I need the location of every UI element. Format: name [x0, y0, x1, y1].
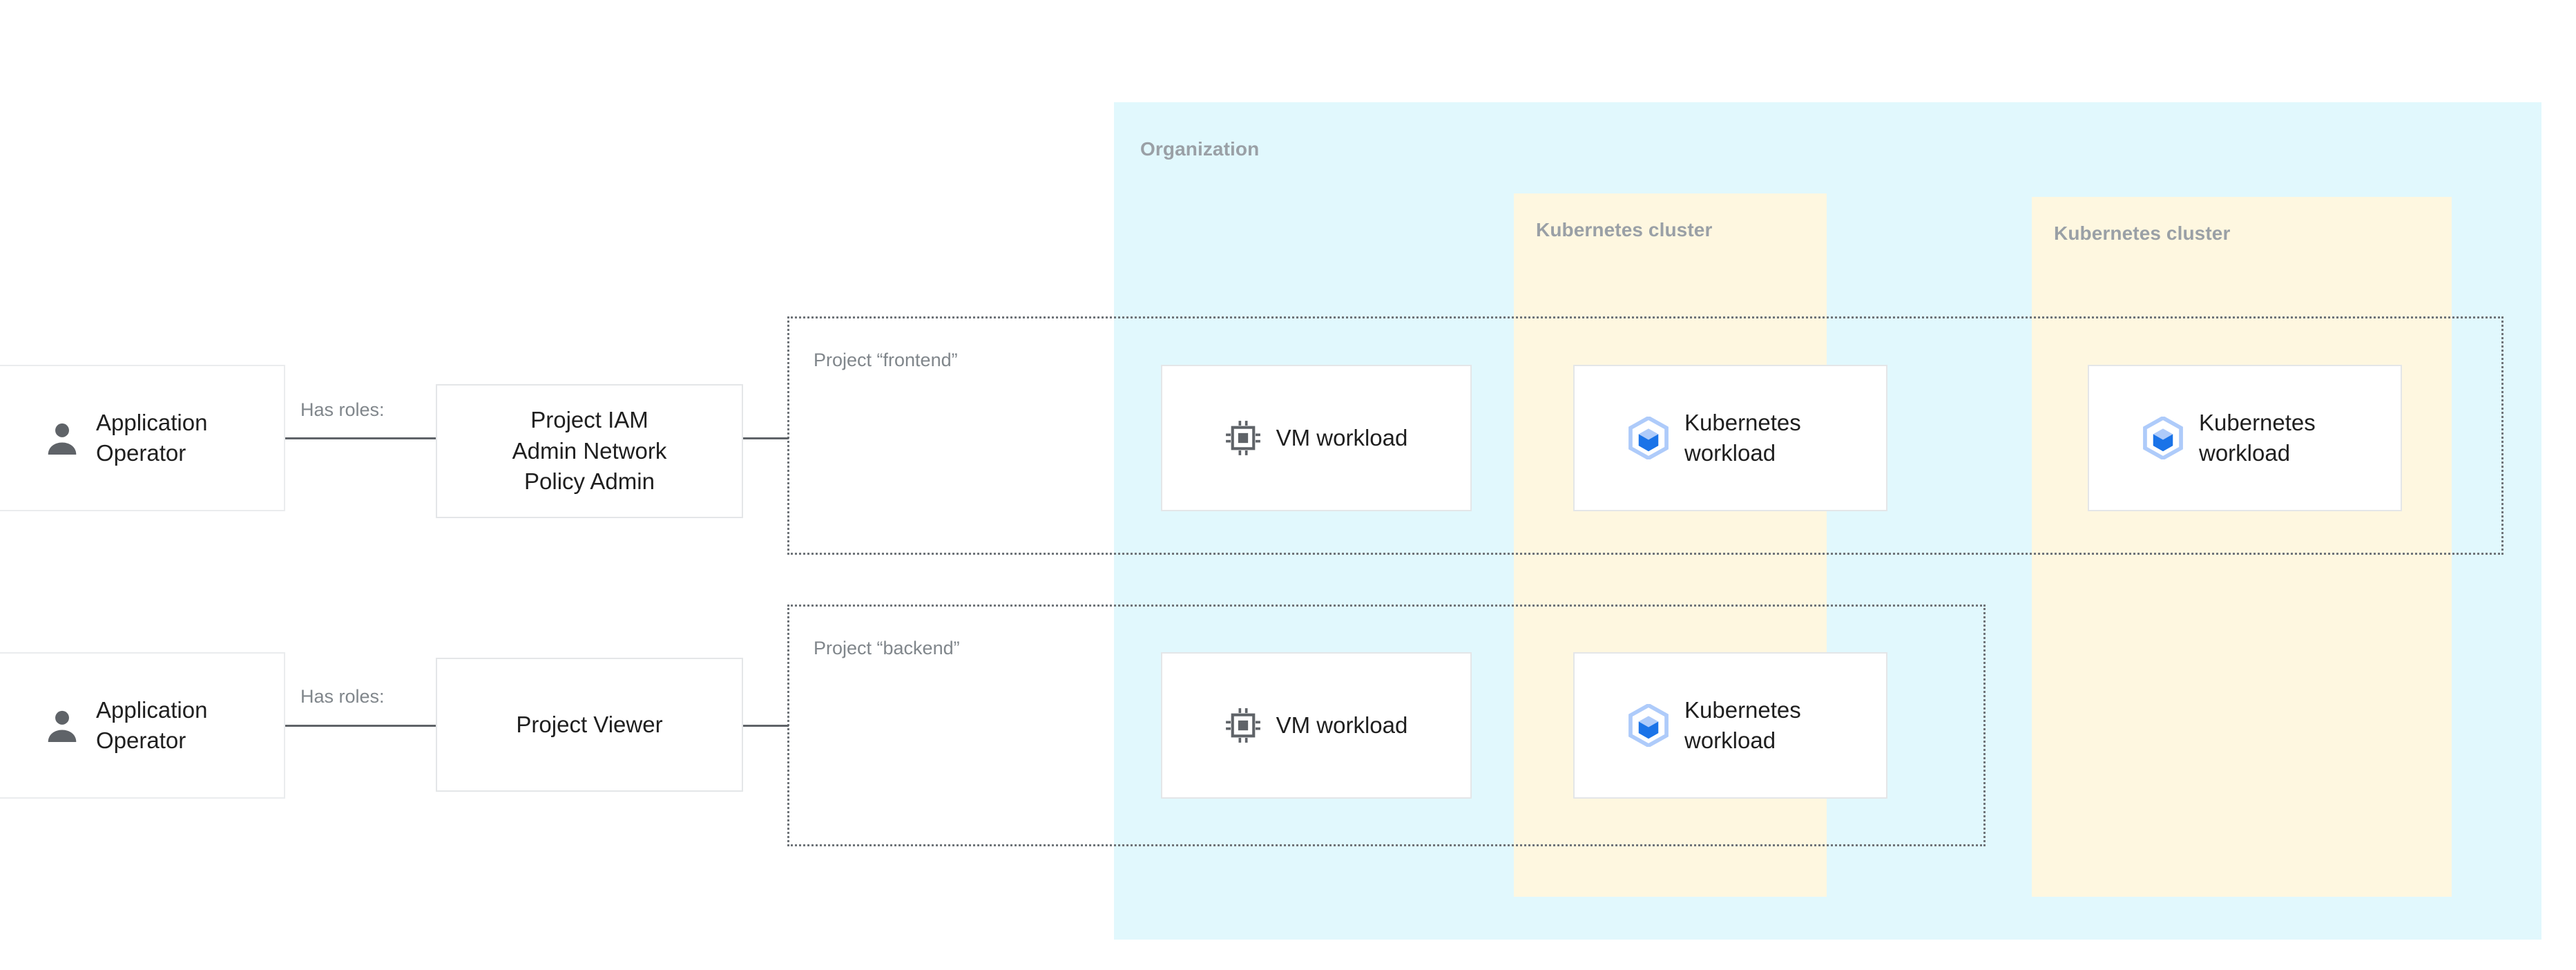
- workload-label-kubernetes-frontend-cluster2: Kubernetes workload: [2199, 410, 2316, 466]
- edge-label-has-roles-2: Has roles:: [300, 686, 385, 707]
- kubernetes-icon: [1628, 703, 1669, 748]
- role-label-1-line-3: Policy Admin: [524, 468, 655, 495]
- project-frontend-label: Project “frontend”: [814, 350, 958, 370]
- actor-label-2: Application Operator: [96, 697, 208, 753]
- role-label-1-line-1: Project IAM: [530, 406, 648, 432]
- workload-card-vm-frontend[interactable]: VM workload: [1161, 365, 1472, 511]
- person-icon: [46, 421, 78, 455]
- kubernetes-cluster-2-label: Kubernetes cluster: [2054, 222, 2231, 244]
- kubernetes-cluster-2-container: Kubernetes cluster: [2032, 197, 2452, 897]
- chip-icon: [1225, 420, 1261, 456]
- actor-card-application-operator-2[interactable]: Application Operator: [0, 652, 285, 799]
- organization-label: Organization: [1140, 138, 1260, 160]
- connector-role1-to-project-frontend: [743, 437, 789, 439]
- project-backend-label: Project “backend”: [814, 638, 960, 658]
- kubernetes-icon: [2142, 415, 2184, 461]
- kubernetes-cluster-1-label: Kubernetes cluster: [1536, 219, 1713, 240]
- actor-card-application-operator-1[interactable]: Application Operator: [0, 365, 285, 511]
- role-card-project-iam-admin-network-policy-admin[interactable]: Project IAM Admin Network Policy Admin: [436, 384, 743, 518]
- workload-label-vm-backend: VM workload: [1276, 712, 1408, 739]
- connector-role2-to-project-backend: [743, 725, 789, 727]
- workload-card-kubernetes-frontend-cluster1[interactable]: Kubernetes workload: [1573, 365, 1887, 511]
- workload-label-vm-frontend: VM workload: [1276, 425, 1408, 451]
- workload-label-kubernetes-frontend-cluster1: Kubernetes workload: [1684, 410, 1801, 466]
- kubernetes-icon: [1628, 415, 1669, 461]
- workload-card-kubernetes-backend-cluster1[interactable]: Kubernetes workload: [1573, 652, 1887, 799]
- connector-actor2-to-role2: [285, 725, 436, 727]
- workload-label-kubernetes-backend-cluster1: Kubernetes workload: [1684, 697, 1801, 753]
- role-label-1-line-2: Admin Network: [512, 437, 667, 464]
- project-frontend-boundary: Project “frontend”: [787, 316, 2503, 555]
- person-icon: [46, 708, 78, 743]
- workload-card-kubernetes-frontend-cluster2[interactable]: Kubernetes workload: [2088, 365, 2402, 511]
- chip-icon: [1225, 707, 1261, 743]
- actor-label-1: Application Operator: [96, 410, 208, 466]
- workload-card-vm-backend[interactable]: VM workload: [1161, 652, 1472, 799]
- role-card-project-viewer[interactable]: Project Viewer: [436, 658, 743, 792]
- role-label-2-line-1: Project Viewer: [516, 711, 663, 737]
- connector-actor1-to-role1: [285, 437, 436, 439]
- edge-label-has-roles-1: Has roles:: [300, 399, 385, 420]
